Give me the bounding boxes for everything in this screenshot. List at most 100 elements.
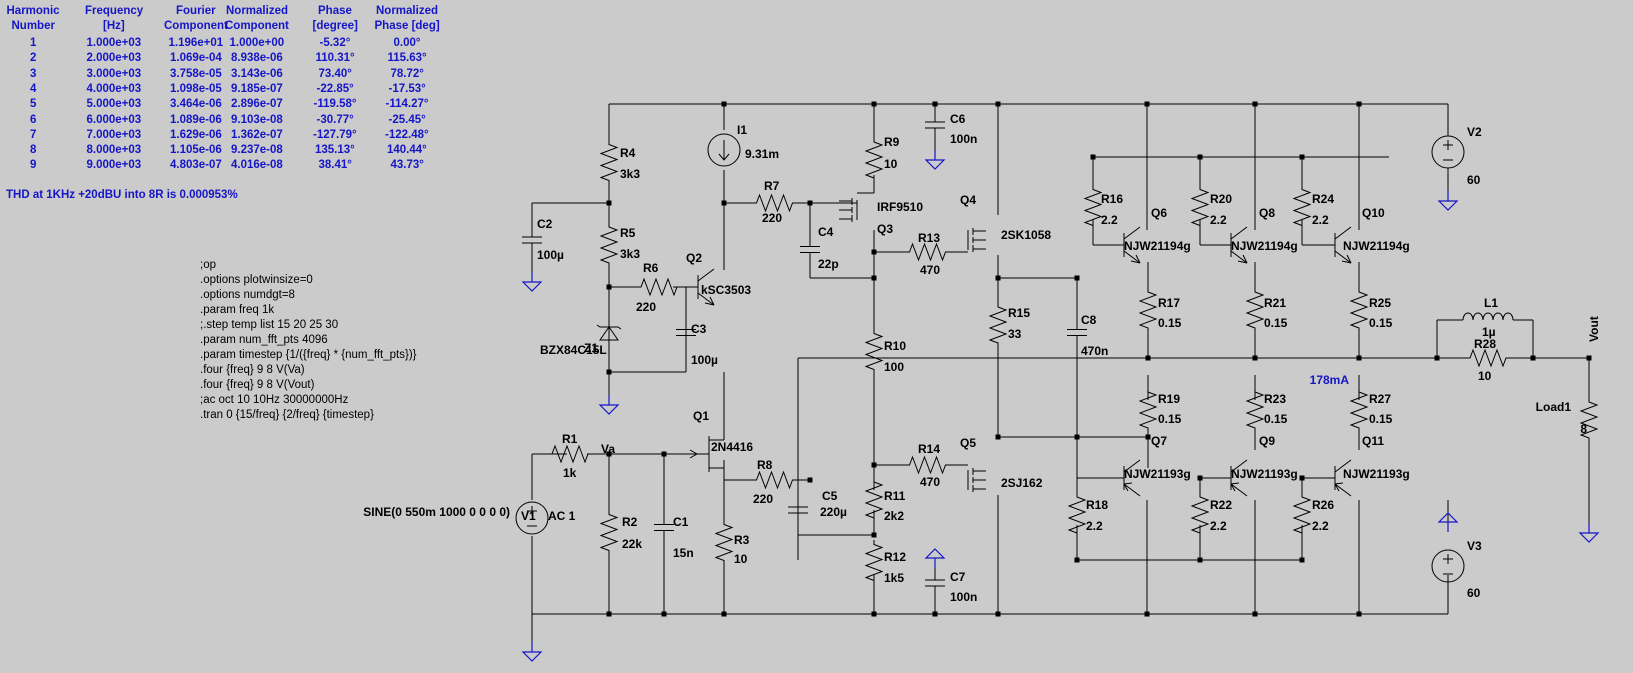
component-ref-v3: V3 <box>1467 539 1482 553</box>
capacitor-c4[interactable] <box>800 237 820 262</box>
table-header: Harmonic <box>6 5 60 17</box>
spice-directive[interactable]: .param num_fft_pts 4096 <box>200 334 328 346</box>
resistor-load1[interactable] <box>1579 397 1599 443</box>
spice-directive[interactable]: .four {freq} 9 8 V(Vout) <box>200 379 315 391</box>
component-ref-q2: Q2 <box>686 251 702 265</box>
component-ref-r15: R15 <box>1008 306 1030 320</box>
resistor-r24[interactable] <box>1292 188 1312 227</box>
resistor-r7[interactable] <box>752 193 797 213</box>
component-ref-q8: Q8 <box>1259 206 1275 220</box>
resistor-r22[interactable] <box>1190 495 1210 535</box>
resistor-r4[interactable] <box>599 140 619 185</box>
mosfet-q5[interactable] <box>967 468 986 492</box>
zener-z1[interactable] <box>596 310 622 341</box>
resistor-r5[interactable] <box>599 225 619 265</box>
resistor-r11[interactable] <box>864 480 884 520</box>
voltage-source-v1[interactable] <box>515 501 549 535</box>
component-value-r9: 10 <box>884 157 898 171</box>
current-annotation: 178mA <box>1310 373 1350 387</box>
component-value-r18: 2.2 <box>1086 519 1103 533</box>
capacitor-c8[interactable] <box>1067 320 1087 345</box>
resistor-r25[interactable] <box>1349 290 1369 330</box>
spice-directive[interactable]: .tran 0 {15/freq} {2/freq} {timestep} <box>200 409 374 421</box>
component-ref-c4: C4 <box>818 225 834 239</box>
spice-directive[interactable]: ;op <box>200 259 216 271</box>
capacitor-c2[interactable] <box>522 225 542 255</box>
component-ref-r21: R21 <box>1264 296 1286 310</box>
component-ref-z1: Z1 <box>584 341 598 355</box>
component-ref-r27: R27 <box>1369 392 1391 406</box>
spice-directive[interactable]: .options numdgt=8 <box>200 289 295 301</box>
resistor-r3[interactable] <box>714 520 734 565</box>
inductor-l1[interactable] <box>1462 312 1514 321</box>
resistor-r21[interactable] <box>1245 290 1265 330</box>
transistor-q11[interactable] <box>1323 459 1352 497</box>
component-value-v2: 60 <box>1467 173 1481 187</box>
resistor-r26[interactable] <box>1292 495 1312 535</box>
capacitor-c3[interactable] <box>676 320 696 345</box>
resistor-r15[interactable] <box>988 305 1008 345</box>
resistor-r8[interactable] <box>752 470 797 490</box>
resistor-r14[interactable] <box>905 455 950 475</box>
table-cell: -119.58° <box>313 98 357 111</box>
component-ref-r4: R4 <box>620 146 636 160</box>
current-source-i1[interactable] <box>707 133 741 167</box>
resistor-r19[interactable] <box>1138 390 1158 430</box>
transistor-q6[interactable] <box>1112 226 1141 264</box>
resistor-r12[interactable] <box>864 540 884 585</box>
resistor-r16[interactable] <box>1083 188 1103 227</box>
junction <box>1252 101 1258 107</box>
component-value-r23: 0.15 <box>1264 412 1288 426</box>
component-value-q4: 2SK1058 <box>1001 228 1051 242</box>
resistor-r23[interactable] <box>1245 390 1265 430</box>
capacitor-c5[interactable] <box>788 495 808 525</box>
mosfet-q4[interactable] <box>967 228 986 252</box>
junction <box>661 451 667 457</box>
junction <box>995 434 1001 440</box>
component-ref-q11: Q11 <box>1362 434 1384 448</box>
transistor-q10[interactable] <box>1323 226 1352 264</box>
resistor-r17[interactable] <box>1138 290 1158 330</box>
junction <box>606 200 612 206</box>
spice-directive[interactable]: ;.step temp list 15 20 25 30 <box>200 319 339 331</box>
table-header: Fourier <box>176 5 216 17</box>
transistor-q1[interactable] <box>684 420 725 472</box>
resistor-r13[interactable] <box>905 242 950 262</box>
resistor-r28[interactable] <box>1463 348 1513 368</box>
transistor-q2[interactable] <box>686 268 715 306</box>
voltage-source-v2[interactable] <box>1431 135 1465 169</box>
transistor-q7[interactable] <box>1112 459 1141 497</box>
resistor-r1[interactable] <box>545 444 595 464</box>
spice-directive[interactable]: .param timestep {1/({freq} * {num_fft_pt… <box>200 349 417 361</box>
resistor-r18[interactable] <box>1067 495 1087 535</box>
table-header: Component <box>225 20 289 32</box>
table-cell: -114.27° <box>385 98 429 111</box>
junction <box>932 611 938 617</box>
resistor-r9[interactable] <box>864 140 884 180</box>
resistor-r10[interactable] <box>864 328 884 375</box>
component-value-q2: kSC3503 <box>701 283 751 297</box>
mosfet-q3[interactable] <box>839 198 858 222</box>
spice-directive[interactable]: .four {freq} 9 8 V(Va) <box>200 364 305 376</box>
table-cell: 1 <box>30 37 37 49</box>
spice-directive[interactable]: .options plotwinsize=0 <box>200 274 313 286</box>
table-cell: -30.77° <box>316 113 354 126</box>
resistor-r2[interactable] <box>599 510 619 555</box>
junction <box>932 101 938 107</box>
capacitor-c1[interactable] <box>654 510 674 545</box>
voltage-source-v3[interactable] <box>1431 549 1465 583</box>
component-value-q1: 2N4416 <box>711 440 753 454</box>
spice-directive[interactable]: .param freq 1k <box>200 304 275 316</box>
net-label-vout: Vout <box>1587 316 1601 342</box>
resistor-r27[interactable] <box>1349 390 1369 430</box>
spice-directive[interactable]: ;ac oct 10 10Hz 30000000Hz <box>200 394 349 406</box>
capacitor-c6[interactable] <box>925 115 945 135</box>
junction <box>1434 355 1440 361</box>
table-cell: 3.758e-05 <box>170 67 222 80</box>
transistor-q8[interactable] <box>1219 226 1248 264</box>
transistor-q9[interactable] <box>1219 459 1248 497</box>
capacitor-c7[interactable] <box>925 568 945 598</box>
resistor-r6[interactable] <box>632 277 686 297</box>
resistor-r20[interactable] <box>1190 188 1210 227</box>
